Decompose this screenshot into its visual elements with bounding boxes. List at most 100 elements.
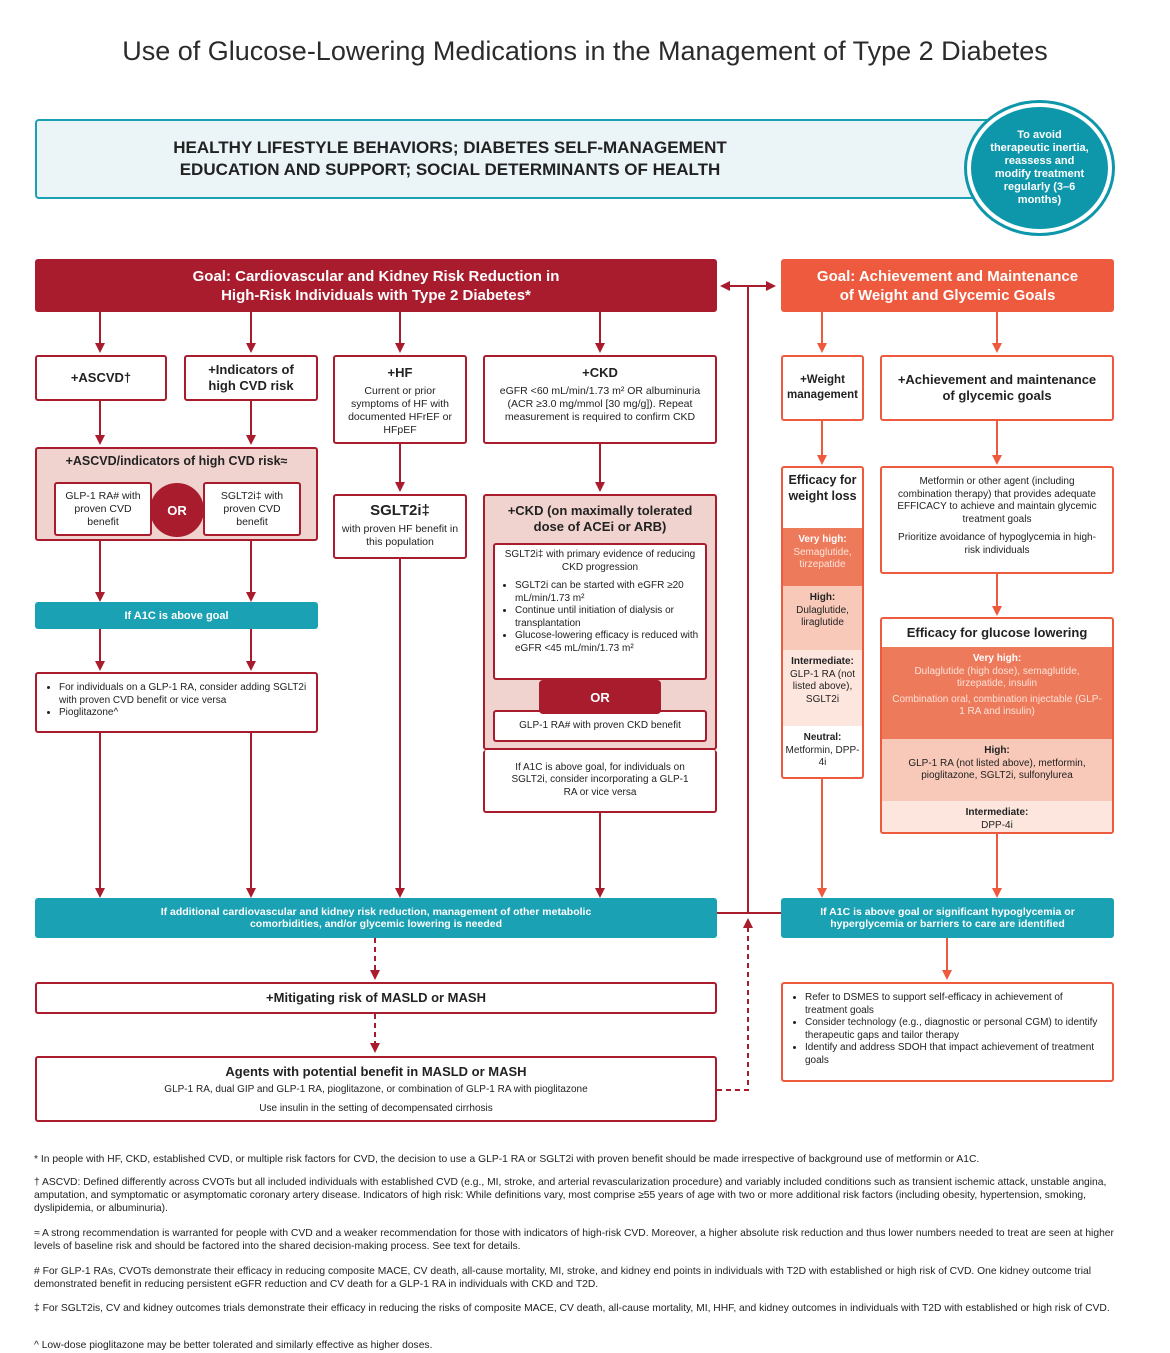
dsmes-bullet: Consider technology (e.g., diagnostic or… [805,1017,1102,1042]
ckd-followup-text: If A1C is above goal, for individuals on… [511,761,689,798]
or-circle: OR [150,483,204,537]
masld-agents-line-1: GLP-1 RA, dual GIP and GLP-1 RA, pioglit… [164,1084,588,1095]
goal-cv-line-2: High-Risk Individuals with Type 2 Diabet… [221,286,531,304]
footnote: † ASCVD: Defined differently across CVOT… [34,1177,1107,1214]
glycemic-goals-label: +Achievement and maintenance of glycemic… [897,372,1097,403]
lifestyle-line-1: HEALTHY LIFESTYLE BEHAVIORS; DIABETES SE… [173,138,727,157]
reassess-circle: To avoid therapeutic inertia, reassess a… [967,103,1112,233]
footnote: ^ Low-dose pioglitazone may be better to… [34,1340,433,1351]
footnote: ‡ For SGLT2is, CV and kidney outcomes tr… [34,1303,1110,1314]
a1c-bar-text: If A1C is above goal [124,609,229,622]
page-title: Use of Glucose-Lowering Medications in t… [122,36,1048,66]
efficacy-weight-box: Efficacy for weight loss Very high: Sema… [781,466,864,779]
additional-risk-reduction-bar: If additional cardiovascular and kidney … [35,898,717,938]
hf-box: +HF Current or prior symptoms of HF with… [333,355,467,444]
weight-intermediate-value: GLP-1 RA (not listed above), SGLT2i [789,668,856,705]
glucose-intermediate-band: Intermediate: DPP-4i [882,801,1112,832]
goal-wt-line-1: Goal: Achievement and Maintenance [816,267,1079,285]
ckd-evidence-box: SGLT2i‡ with primary evidence of reducin… [493,543,707,680]
hypoglycemia-text: Prioritize avoidance of hypoglycemia in … [898,532,1096,556]
glp1-note-bullet: For individuals on a GLP-1 RA, consider … [59,682,308,707]
hf-title: +HF [387,365,413,380]
sglt2-hf-box: SGLT2i‡ with proven HF benefit in this p… [333,494,467,559]
a1c-hypoglycemia-text: If A1C is above goal or significant hypo… [820,905,1075,931]
weight-neutral-label: Neutral: [803,732,842,743]
footnote: * In people with HF, CKD, established CV… [34,1154,980,1165]
ckd-body: eGFR <60 mL/min/1.73 m² OR albuminuria (… [499,385,701,423]
glp1-note-bullet: Pioglitazone^ [59,707,308,720]
ckd-glp1-box: GLP-1 RA# with proven CKD benefit [493,710,707,742]
footnote: ≈ A strong recommendation is warranted f… [34,1228,1114,1252]
glucose-high-value: GLP-1 RA (not listed above), metformin, … [908,757,1086,782]
ckd-evidence-text: SGLT2i‡ with primary evidence of reducin… [504,549,696,573]
glycemic-goals-box: +Achievement and maintenance of glycemic… [880,355,1114,421]
footnote: # For GLP-1 RAs, CVOTs demonstrate their… [34,1266,1092,1290]
weight-management-label: +Weight management [787,374,858,401]
glucose-high-label: High: [984,745,1010,756]
masld-agents-line-2: Use insulin in the setting of decompensa… [259,1102,493,1114]
goal-cv-line-1: Goal: Cardiovascular and Kidney Risk Red… [192,267,560,285]
glp1-note-bullets: For individuals on a GLP-1 RA, consider … [45,682,308,720]
high-cvd-label: +Indicators of high CVD risk [208,362,294,393]
metformin-text: Metformin or other agent (including comb… [897,476,1097,525]
masld-risk-box: +Mitigating risk of MASLD or MASH [35,982,717,1014]
sglt2-cvd-text: SGLT2i‡ with proven CVD benefit [220,489,284,528]
ckd-or-label: OR [590,689,610,705]
hf-body: Current or prior symptoms of HF with doc… [348,385,452,436]
weight-management-box: +Weight management [781,355,864,421]
a1c-above-goal-bar: If A1C is above goal [35,602,318,629]
weight-intermediate-band: Intermediate: GLP-1 RA (not listed above… [783,650,862,726]
dsmes-bullet: Refer to DSMES to support self-efficacy … [805,992,1102,1017]
weight-high-label: High: [809,592,836,603]
additional-risk-text: If additional cardiovascular and kidney … [160,905,592,931]
weight-neutral-band: Neutral: Metformin, DPP-4i [783,726,862,770]
weight-high-value: Dulaglutide, liraglutide [796,604,849,629]
a1c-hypoglycemia-bar: If A1C is above goal or significant hypo… [781,898,1114,938]
ckd-title: +CKD [582,365,618,380]
weight-very-high-band: Very high: Semaglutide, tirzepatide [783,528,862,586]
weight-high-band: High: Dulaglutide, liraglutide [783,586,862,650]
efficacy-glucose-title: Efficacy for glucose lowering [906,625,1088,640]
goal-weight-glycemic: Goal: Achievement and Maintenance of Wei… [781,259,1114,312]
glp1-cvd-text: GLP-1 RA# with proven CVD benefit [65,489,141,528]
ckd-box: +CKD eGFR <60 mL/min/1.73 m² OR albuminu… [483,355,717,444]
weight-neutral-value: Metformin, DPP-4i [785,744,860,769]
masld-risk-label: +Mitigating risk of MASLD or MASH [266,990,486,1005]
weight-very-high-label: Very high: [798,534,847,545]
ascvd-combined-title: +ASCVD/indicators of high CVD risk≈ [65,454,288,468]
ckd-bullet: Continue until initiation of dialysis or… [515,605,699,630]
glp1-cvd-box: GLP-1 RA# with proven CVD benefit [54,482,152,536]
dsmes-box: Refer to DSMES to support self-efficacy … [781,982,1114,1082]
weight-very-high-value: Semaglutide, tirzepatide [793,546,852,571]
goal-cardiovascular-kidney: Goal: Cardiovascular and Kidney Risk Red… [35,259,717,312]
glucose-intermediate-value: DPP-4i [981,819,1013,831]
dsmes-bullets: Refer to DSMES to support self-efficacy … [791,992,1102,1067]
ckd-followup-box: If A1C is above goal, for individuals on… [483,750,717,813]
lifestyle-banner: HEALTHY LIFESTYLE BEHAVIORS; DIABETES SE… [35,119,1010,199]
high-cvd-risk-box: +Indicators of high CVD risk [184,355,318,401]
ckd-max-title: +CKD (on maximally tolerated dose of ACE… [507,503,693,534]
ckd-glp1-text: GLP-1 RA# with proven CKD benefit [519,719,681,731]
glucose-very-high-label: Very high: [972,653,1022,664]
ckd-bullet: Glucose-lowering efficacy is reduced wit… [515,630,699,655]
ascvd-combined-box: +ASCVD/indicators of high CVD risk≈ GLP-… [35,447,318,541]
glucose-intermediate-label: Intermediate: [965,807,1029,818]
ckd-bullet: SGLT2i can be started with eGFR ≥20 mL/m… [515,580,699,605]
masld-agents-title: Agents with potential benefit in MASLD o… [225,1064,527,1079]
sglt2-hf-body: with proven HF benefit in this populatio… [341,523,459,548]
glucose-combo-value: Combination oral, combination injectable… [892,693,1102,718]
dsmes-bullet: Identify and address SDOH that impact ac… [805,1042,1102,1067]
ascvd-label: +ASCVD† [70,370,132,385]
efficacy-glucose-box: Efficacy for glucose lowering Very high:… [880,617,1114,834]
lifestyle-line-2: EDUCATION AND SUPPORT; SOCIAL DETERMINAN… [179,160,721,179]
sglt2-hf-title: SGLT2i‡ [370,502,430,519]
reassess-text: To avoid therapeutic inertia, reassess a… [990,129,1089,206]
glucose-high-band: High: GLP-1 RA (not listed above), metfo… [882,739,1112,801]
masld-agents-box: Agents with potential benefit in MASLD o… [35,1056,717,1122]
ckd-or-pill: OR [539,680,661,714]
glucose-very-high-value: Dulaglutide (high dose), semaglutide, ti… [914,665,1080,690]
metformin-box: Metformin or other agent (including comb… [880,466,1114,574]
or-label: OR [167,502,187,518]
sglt2-cvd-box: SGLT2i‡ with proven CVD benefit [203,482,301,536]
